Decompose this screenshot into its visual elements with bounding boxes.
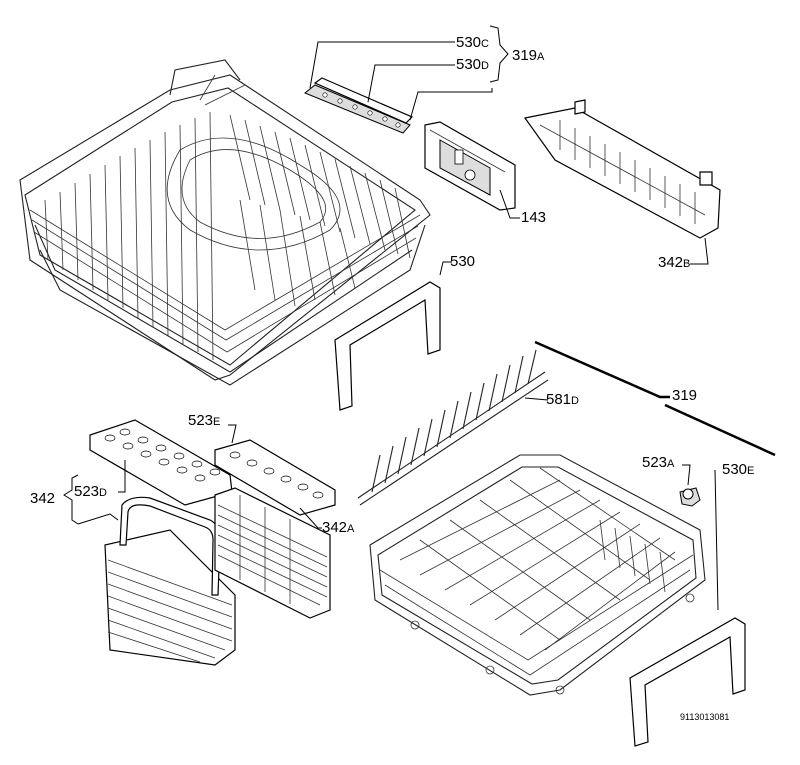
cutlery-tray-342b-icon [523,99,721,239]
insert-523e-icon [214,439,336,516]
handle-530e-icon [629,617,746,747]
rail-slide-143-icon [424,121,516,211]
label-319a: 319A [512,47,545,64]
handle-530-icon [334,281,441,411]
cutlery-basket-icon [104,496,236,666]
insert-523d-icon [89,419,233,506]
label-143: 143 [521,209,547,226]
drawing-code: 9113013081 [680,712,730,722]
label-319: 319 [672,387,698,404]
label-530e: 530E [722,461,755,478]
label-342a: 342A [322,519,355,536]
label-523a: 523A [642,454,675,471]
label-530: 530 [450,253,476,270]
leader-lines [63,25,776,611]
upper-basket-icon [19,59,431,386]
knob-523a-icon [679,487,701,507]
rail-strip-530c-icon [304,84,411,134]
label-523e: 523E [188,412,221,429]
label-530d: 530D [456,56,489,73]
cutlery-basket-342a-icon [214,487,331,619]
label-342b: 342B [658,254,691,271]
lower-basket-icon [369,454,706,696]
label-581d: 581D [546,391,579,408]
label-530c: 530C [456,34,489,51]
tine-rack-581d-icon [357,349,549,506]
rail-strip-530d-icon [313,77,414,124]
label-342: 342 [30,490,56,507]
label-523d: 523D [74,483,107,500]
